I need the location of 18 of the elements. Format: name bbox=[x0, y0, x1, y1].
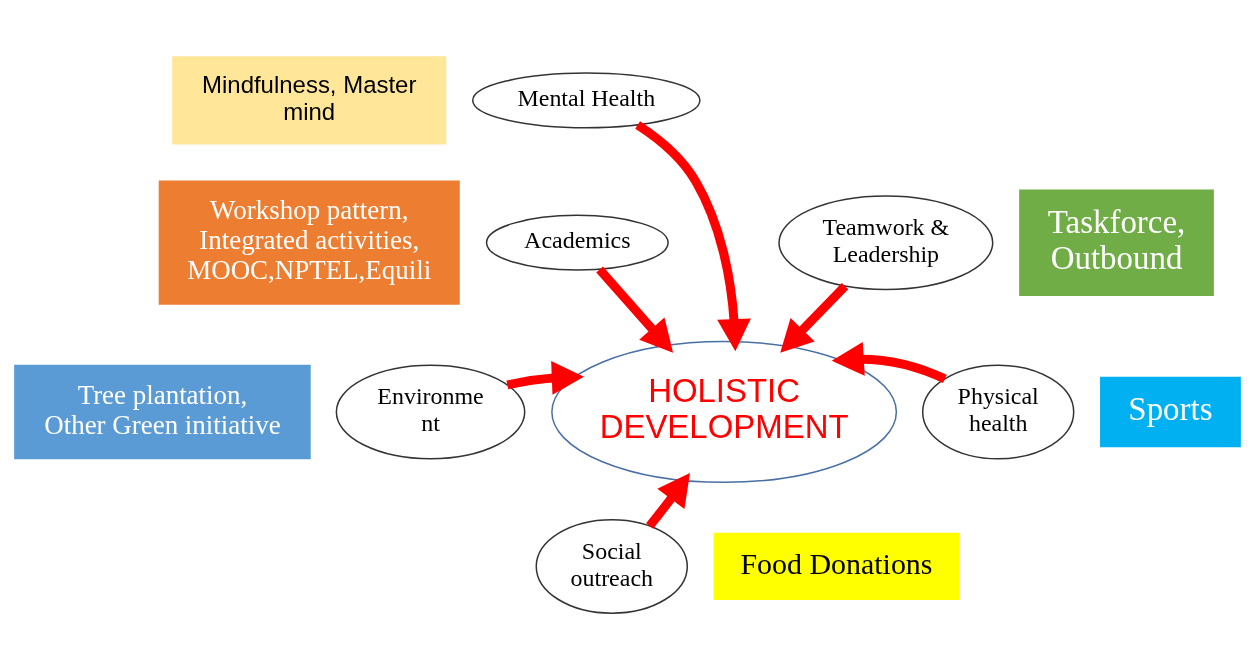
node-box: Mindfulness, Master mind bbox=[172, 55, 447, 145]
arrow bbox=[635, 120, 751, 351]
node-box: Sports bbox=[1100, 376, 1241, 447]
arrow bbox=[831, 341, 947, 383]
node-ellipse: Teamwork & Leadership bbox=[778, 194, 994, 290]
node-ellipse: Academics bbox=[485, 214, 669, 271]
arrow bbox=[646, 472, 690, 529]
node-box: Workshop pattern, Integrated activities, MOOC,NPTEL,Equili bbox=[158, 180, 460, 305]
node-box: Food Donations bbox=[713, 532, 960, 600]
node-ellipse: Physical health bbox=[921, 363, 1075, 459]
node-ellipse: Mental Health bbox=[472, 71, 701, 129]
node-ellipse: Social outreach bbox=[535, 518, 689, 614]
arrow bbox=[506, 360, 584, 395]
node-box: Taskforce, Outbound bbox=[1019, 189, 1214, 296]
node-ellipse: Environme nt bbox=[335, 363, 526, 459]
node-box: Tree plantation, Other Green initiative bbox=[14, 364, 311, 459]
arrow bbox=[596, 266, 674, 353]
arrow bbox=[780, 282, 849, 353]
